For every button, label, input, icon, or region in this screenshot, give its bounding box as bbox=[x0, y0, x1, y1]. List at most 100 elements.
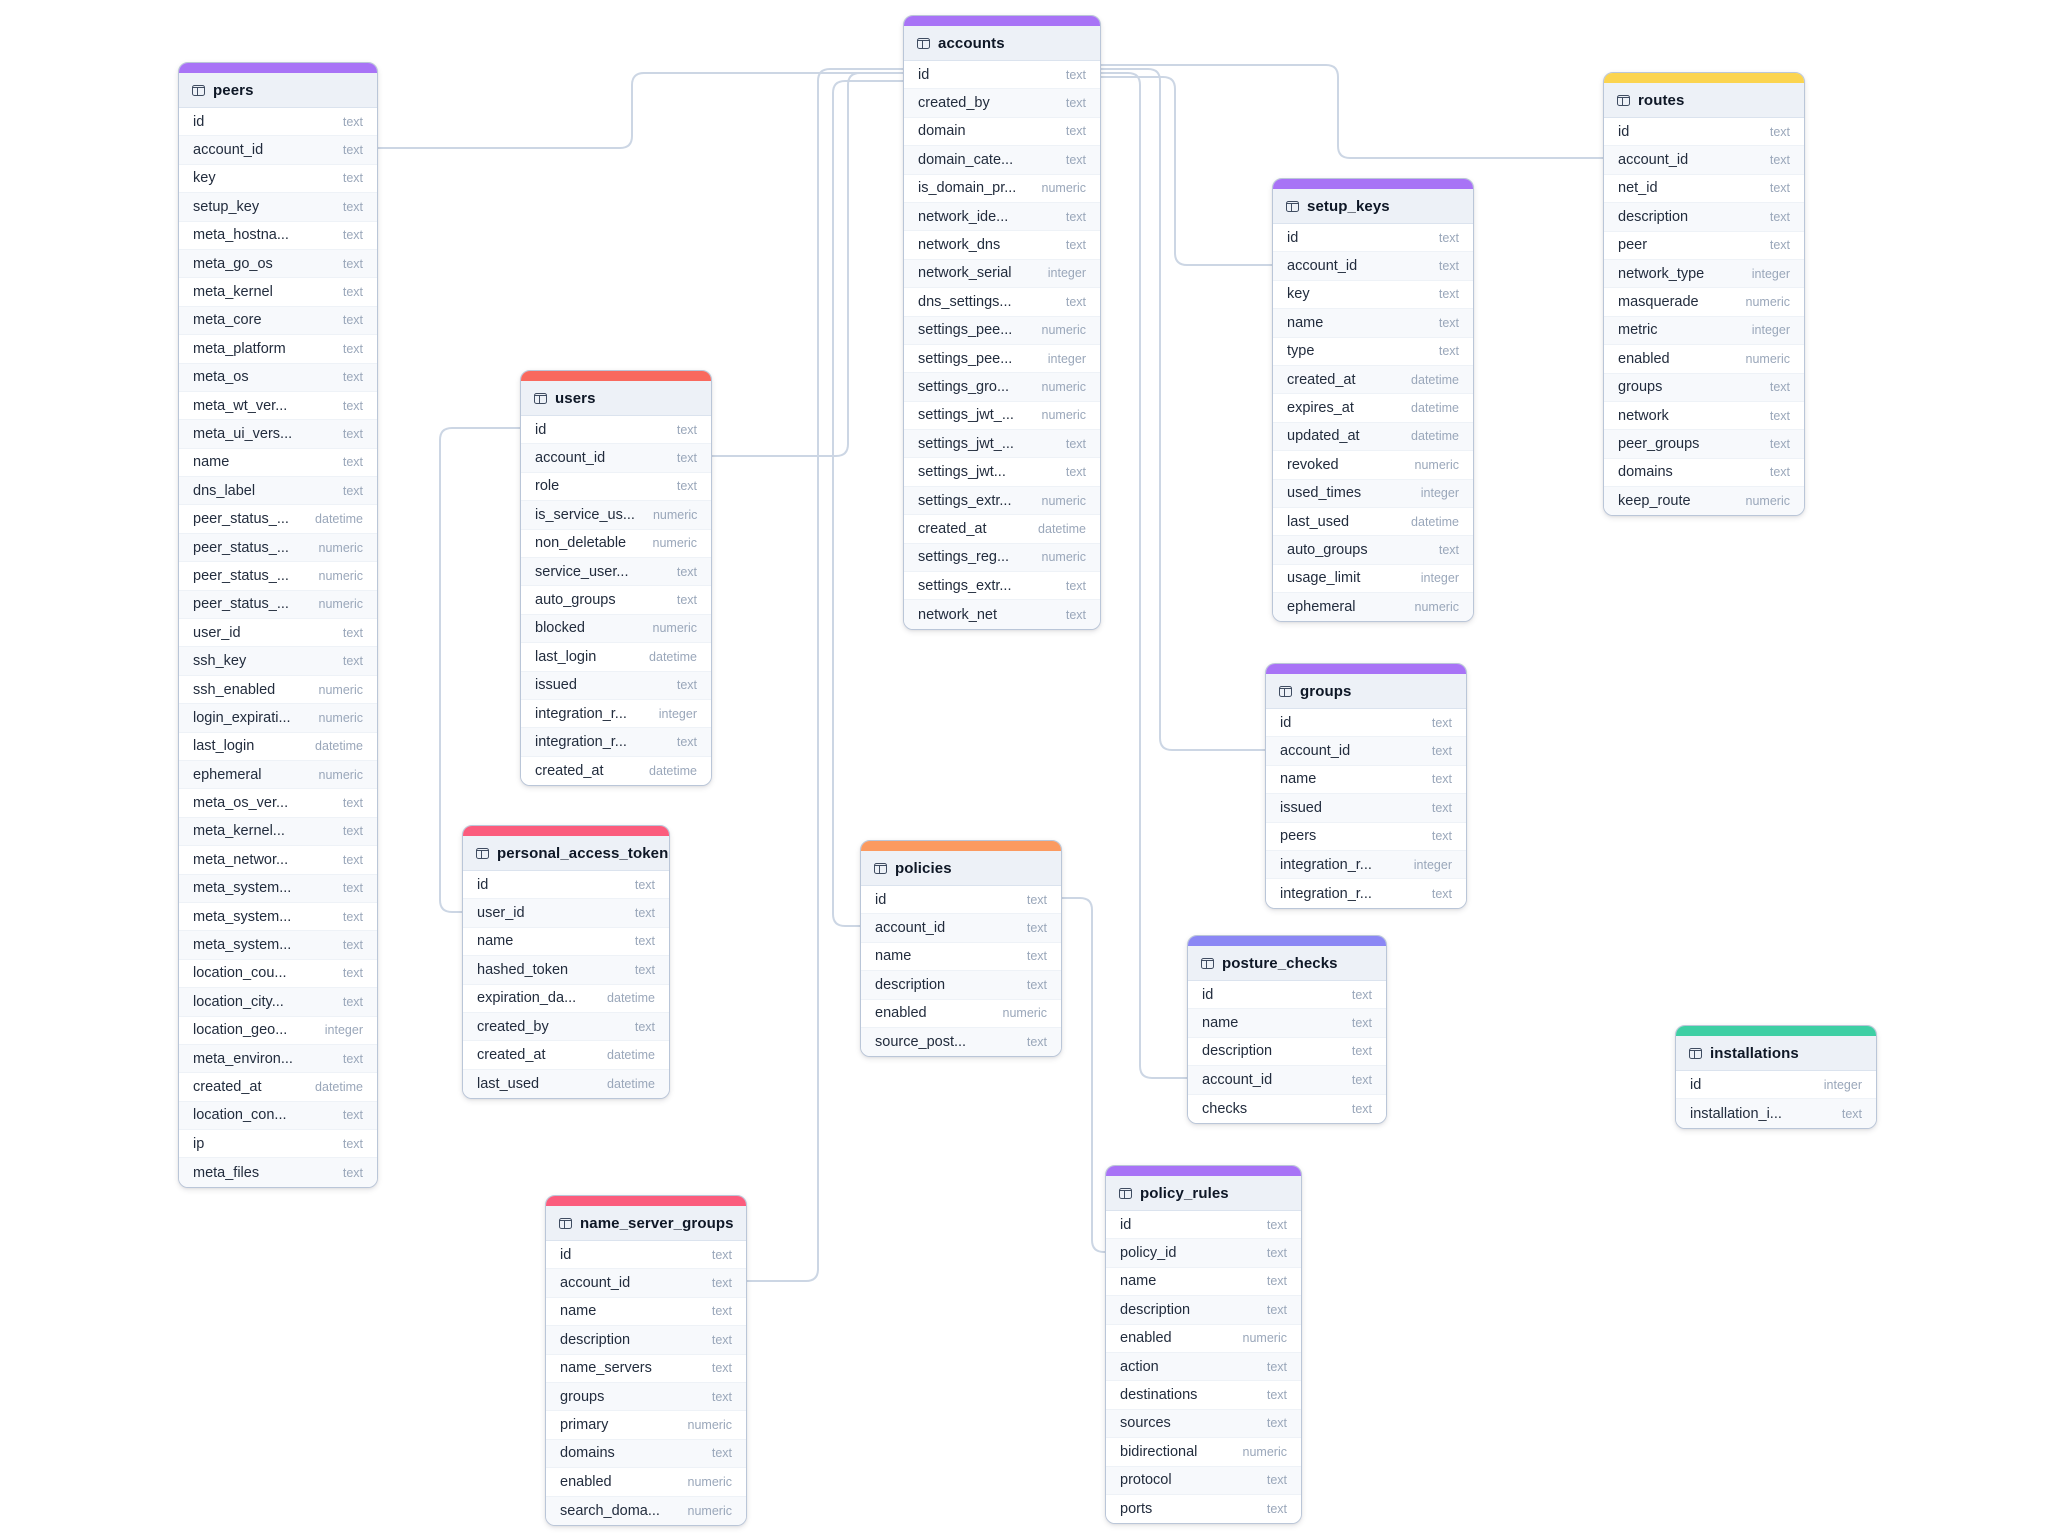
field-row[interactable]: domain_cate...text bbox=[904, 146, 1100, 175]
field-row[interactable]: settings_gro...numeric bbox=[904, 373, 1100, 402]
field-row[interactable]: meta_networ...text bbox=[179, 846, 377, 875]
field-row[interactable]: integration_r...integer bbox=[1266, 850, 1466, 880]
field-row[interactable]: is_domain_pr...numeric bbox=[904, 174, 1100, 203]
field-row[interactable]: network_ide...text bbox=[904, 202, 1100, 232]
field-row[interactable]: installation_i...text bbox=[1676, 1099, 1876, 1128]
field-row[interactable]: settings_jwt_...text bbox=[904, 430, 1100, 459]
field-row[interactable]: search_doma...numeric bbox=[546, 1496, 746, 1525]
field-row[interactable]: peer_status_...numeric bbox=[179, 533, 377, 563]
field-row[interactable]: expiration_da...datetime bbox=[463, 984, 669, 1013]
table-header[interactable]: accounts bbox=[904, 26, 1100, 61]
field-row[interactable]: integration_r...text bbox=[521, 728, 711, 757]
field-row[interactable]: meta_os_ver...text bbox=[179, 789, 377, 818]
table-header[interactable]: users bbox=[521, 381, 711, 416]
field-row[interactable]: location_geo...integer bbox=[179, 1016, 377, 1045]
table-header[interactable]: policy_rules bbox=[1106, 1176, 1301, 1211]
field-row[interactable]: settings_reg...numeric bbox=[904, 543, 1100, 573]
field-row[interactable]: settings_extr...text bbox=[904, 572, 1100, 601]
field-row[interactable]: location_cou...text bbox=[179, 959, 377, 989]
field-row[interactable]: meta_wt_ver...text bbox=[179, 391, 377, 421]
field-row[interactable]: location_con...text bbox=[179, 1101, 377, 1131]
field-row[interactable]: meta_system...text bbox=[179, 874, 377, 903]
table-header[interactable]: name_server_groups bbox=[546, 1206, 746, 1241]
field-row[interactable]: meta_system...text bbox=[179, 931, 377, 960]
table-header[interactable]: personal_access_tokens bbox=[463, 836, 669, 871]
field-row[interactable]: settings_pee...numeric bbox=[904, 316, 1100, 345]
table-header[interactable]: policies bbox=[861, 851, 1061, 886]
field-row[interactable]: settings_jwt_...numeric bbox=[904, 401, 1100, 431]
field-row[interactable]: dns_settings...text bbox=[904, 288, 1100, 317]
field-row[interactable]: source_post...text bbox=[861, 1027, 1061, 1057]
